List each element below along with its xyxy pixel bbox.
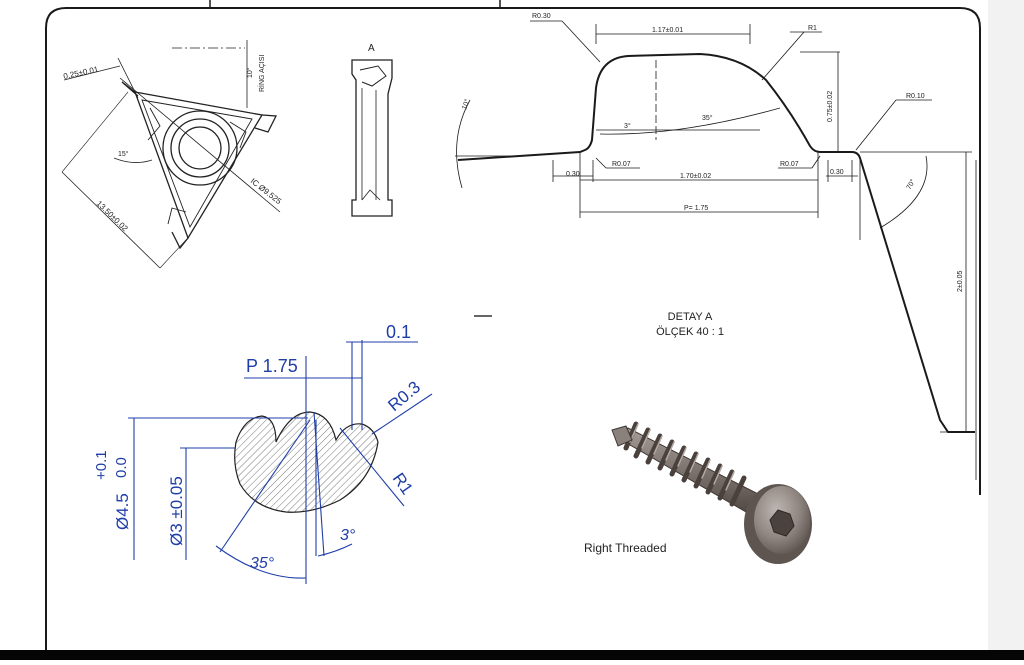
thread-tol-plus: +0.1 <box>93 450 110 480</box>
profile-angle-3: 3° <box>624 122 631 130</box>
profile-r010: R0.10 <box>906 93 925 100</box>
profile-angle-10: 10° <box>460 98 471 111</box>
thread-dimensions <box>128 340 433 584</box>
insert-dim-edge: 0.25±0.01 <box>63 65 100 81</box>
insert-angle-10: 10° <box>246 67 254 78</box>
profile-r007-right: R0.07 <box>780 161 799 168</box>
profile-angle-35: 35° <box>702 114 713 122</box>
profile-dim-030-right: 0.30 <box>830 169 844 176</box>
profile-r030: R0.30 <box>532 13 551 20</box>
profile-dim-170: 1.70±0.02 <box>680 173 711 180</box>
thread-core-dia: Ø3 ±0.05 <box>167 476 186 546</box>
profile-height: 0.75±0.02 <box>827 91 834 122</box>
thread-r03: R0.3 <box>384 377 424 415</box>
profile-r007-left: R0.07 <box>612 161 631 168</box>
detail-note-scale: ÖLÇEK 40 : 1 <box>656 326 724 338</box>
insert-angle-15: 15° <box>118 150 129 158</box>
thread-angle-3: 3° <box>340 527 356 544</box>
thread-outer-dia: Ø4.5 <box>113 493 132 530</box>
right-margin-strip <box>988 0 1024 650</box>
screw-caption: Right Threaded <box>584 541 667 555</box>
insert-view <box>61 40 281 269</box>
insert-dim-side: 13.50±0.02 <box>95 199 130 234</box>
profile-dim-2: 2±0.05 <box>957 271 964 292</box>
section-view-label: A <box>368 43 375 54</box>
bottom-black-bar <box>0 650 1024 660</box>
profile-dim-top: 1.17±0.01 <box>652 27 683 34</box>
thread-pitch: P 1.75 <box>246 356 298 376</box>
profile-angle-70: 70° <box>905 178 917 191</box>
profile-r1: R1 <box>808 25 817 32</box>
profile-detail <box>455 20 977 480</box>
insert-ring-label: RİNG AÇISI <box>257 55 266 92</box>
section-view <box>351 59 393 217</box>
insert-dim-ic: IC Ø9.525 <box>249 176 284 206</box>
thread-dim-01: 0.1 <box>386 322 411 342</box>
detail-note-title: DETAY A <box>668 311 713 323</box>
profile-dim-030-left: 0.30 <box>566 171 580 178</box>
thread-angle-35: 35° <box>250 555 275 572</box>
thread-r1: R1 <box>389 469 417 498</box>
thread-tol-zero: 0.0 <box>113 457 130 478</box>
profile-pitch: P= 1.75 <box>684 205 708 212</box>
screw-render <box>611 421 812 564</box>
sheet-border <box>45 7 981 650</box>
